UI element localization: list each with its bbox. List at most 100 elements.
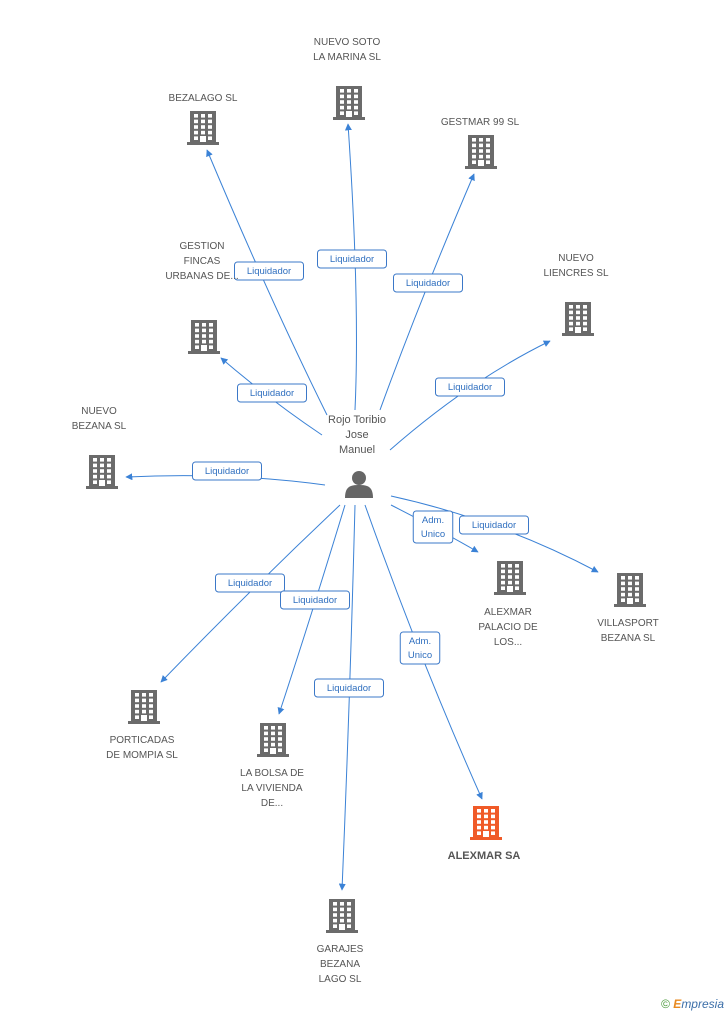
node-label-porticadas: PORTICADAS DE MOMPIA SL: [106, 735, 178, 761]
building-icon[interactable]: [257, 723, 289, 757]
node-label-gestmar-line: GESTMAR 99 SL: [441, 117, 520, 128]
node-label-nuevo_soto-line: NUEVO SOTO: [314, 37, 381, 48]
node-label-alexmar_palacio-line: ALEXMAR: [484, 607, 532, 618]
node-label-alexmar_palacio: ALEXMAR PALACIO DE LOS...: [478, 607, 538, 648]
edge-label-nuevo_liencres[interactable]: Liquidador: [435, 377, 505, 397]
building-icon[interactable]: [614, 573, 646, 607]
center-label-line: Jose: [345, 429, 368, 441]
node-label-nuevo_bezana-line: BEZANA SL: [72, 421, 127, 432]
edge-label-box: [317, 249, 387, 269]
edge-label-gestion_fincas[interactable]: Liquidador: [237, 383, 307, 403]
node-label-alexmar_sa: ALEXMAR SA: [448, 850, 521, 862]
building-icon[interactable]: [188, 320, 220, 354]
edge-label-box: [459, 515, 529, 535]
node-label-la_bolsa-line: LA BOLSA DE: [240, 768, 304, 779]
node-label-gestion_fincas-line: FINCAS: [184, 256, 221, 267]
edge-label-garajes[interactable]: Liquidador: [314, 678, 384, 698]
nodes-layer: BEZALAGO SL NUEVO SOTO LA MARINA SL GESTMAR…: [72, 37, 659, 985]
person-icon[interactable]: [345, 471, 373, 498]
edge-bezalago: [206, 149, 328, 416]
edge-label-bezalago[interactable]: Liquidador: [234, 261, 304, 281]
edge-label-text: Liquidador: [472, 520, 516, 531]
node-label-nuevo_bezana-line: NUEVO: [81, 406, 117, 417]
edge-label-box: [399, 631, 441, 665]
copyright-symbol: ©: [661, 997, 670, 1011]
edge-label-box: [192, 461, 262, 481]
node-label-alexmar_palacio-line: LOS...: [494, 637, 522, 648]
edge-label-gestmar[interactable]: Liquidador: [393, 273, 463, 293]
node-label-la_bolsa-line: DE...: [261, 798, 283, 809]
edge-label-text: Liquidador: [228, 578, 272, 589]
node-label-gestion_fincas-line: URBANAS DE...: [165, 271, 238, 282]
node-label-garajes-line: GARAJES: [317, 944, 364, 955]
edge-label-text: Liquidador: [293, 595, 337, 606]
edge-garajes: [338, 504, 356, 891]
edge-label-text: Unico: [421, 529, 445, 540]
node-label-porticadas-line: PORTICADAS: [110, 735, 175, 746]
brand-initial: E: [673, 997, 682, 1011]
center-label-line: Manuel: [339, 444, 375, 456]
edge-label-la_bolsa[interactable]: Liquidador: [280, 590, 350, 610]
edge-label-text: Unico: [408, 650, 432, 661]
node-label-bezalago: BEZALAGO SL: [169, 93, 238, 104]
edge-label-text: Liquidador: [250, 388, 294, 399]
edge-label-nuevo_bezana[interactable]: Liquidador: [192, 461, 262, 481]
edge-label-villasport[interactable]: Liquidador: [459, 515, 529, 535]
edge-label-box: [393, 273, 463, 293]
edge-label-text: Liquidador: [448, 382, 492, 393]
node-label-porticadas-line: DE MOMPIA SL: [106, 750, 178, 761]
edge-label-text: Liquidador: [330, 254, 374, 265]
node-label-garajes-line: LAGO SL: [319, 974, 362, 985]
edge-labels-layer: LiquidadorLiquidadorLiquidadorLiquidador…: [192, 249, 529, 698]
center-label-line: Rojo Toribio: [328, 414, 386, 426]
edge-label-box: [215, 573, 285, 593]
node-label-nuevo_liencres-line: NUEVO: [558, 253, 594, 264]
building-icon[interactable]: [562, 302, 594, 336]
edge-label-alexmar_palacio[interactable]: Adm.Unico: [412, 510, 454, 544]
building-icon[interactable]: [465, 135, 497, 169]
edges-layer: [125, 123, 599, 891]
edge-label-text: Liquidador: [247, 266, 291, 277]
edge-label-box: [412, 510, 454, 544]
edge-label-box: [237, 383, 307, 403]
building-icon[interactable]: [326, 899, 358, 933]
edge-label-porticadas[interactable]: Liquidador: [215, 573, 285, 593]
node-label-gestion_fincas: GESTION FINCAS URBANAS DE...: [165, 241, 238, 282]
node-label-villasport-line: BEZANA SL: [601, 633, 656, 644]
node-label-nuevo_bezana: NUEVO BEZANA SL: [72, 406, 127, 432]
edge-label-text: Liquidador: [327, 683, 371, 694]
edge-label-box: [314, 678, 384, 698]
building-icon[interactable]: [333, 86, 365, 120]
brand-name: mpresia: [681, 997, 724, 1011]
building-icon[interactable]: [187, 111, 219, 145]
edge-label-text: Adm.: [409, 636, 431, 647]
edge-label-text: Liquidador: [205, 466, 249, 477]
node-label-la_bolsa: LA BOLSA DE LA VIVIENDA DE...: [240, 768, 304, 809]
node-label-garajes: GARAJES BEZANA LAGO SL: [317, 944, 364, 985]
edge-label-box: [234, 261, 304, 281]
node-label-nuevo_soto: NUEVO SOTO LA MARINA SL: [313, 37, 381, 63]
edge-la_bolsa: [277, 504, 346, 715]
node-label-garajes-line: BEZANA: [320, 959, 360, 970]
node-label-la_bolsa-line: LA VIVIENDA: [241, 783, 302, 794]
building-icon[interactable]: [494, 561, 526, 595]
building-icon[interactable]: [470, 806, 502, 840]
node-label-alexmar_palacio-line: PALACIO DE: [478, 622, 538, 633]
edge-label-nuevo_soto[interactable]: Liquidador: [317, 249, 387, 269]
node-label-gestmar: GESTMAR 99 SL: [441, 117, 520, 128]
edge-label-alexmar_sa[interactable]: Adm. Unico: [399, 631, 441, 665]
node-label-nuevo_soto-line: LA MARINA SL: [313, 52, 381, 63]
edge-label-box: [435, 377, 505, 397]
node-label-bezalago-line: BEZALAGO SL: [169, 93, 238, 104]
node-label-alexmar_sa-line: ALEXMAR SA: [448, 850, 521, 862]
node-label-gestion_fincas-line: GESTION: [179, 241, 224, 252]
edge-gestmar: [379, 173, 475, 411]
building-icon[interactable]: [128, 690, 160, 724]
building-icon[interactable]: [86, 455, 118, 489]
brand-footer: © Empresia: [661, 997, 724, 1011]
